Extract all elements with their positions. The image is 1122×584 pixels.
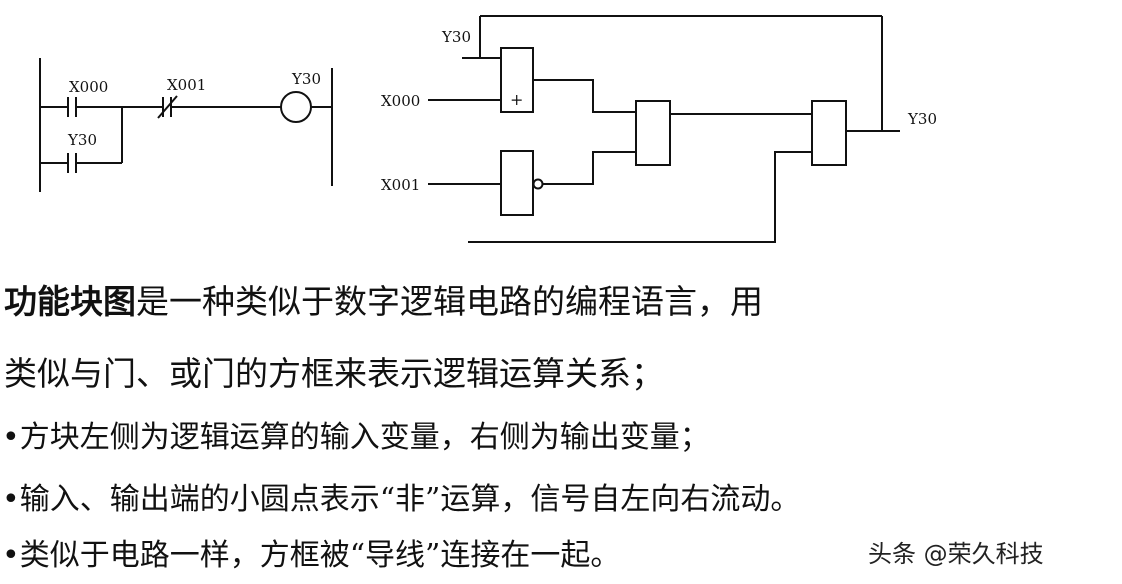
and-block-2 [811,100,847,166]
label-fbd-in-y30: Y30 [441,28,471,46]
watermark: 头条 @荣久科技 [868,540,1044,568]
text-line-1: 功能块图是一种类似于数字逻辑电路的编程语言，用 [4,282,763,322]
label-x001-contact: X001 [167,76,206,94]
negation-circle [532,178,544,190]
label-y30-coil: Y30 [291,70,321,88]
contact-x000-no [67,97,77,117]
label-x000-contact: X000 [69,78,108,96]
not-block [500,150,534,216]
and-block-1 [635,100,671,166]
label-fbd-in-x000: X000 [381,92,420,110]
label-fbd-out-y30: Y30 [907,110,937,128]
text-line-2: 类似与门、或门的方框来表示逻辑运算关系； [4,354,664,393]
bullet-3: •类似于电路一样，方框被“导线”连接在一起。 [2,538,621,573]
or-block-symbol: + [510,90,523,109]
ladder-and-fbd-diagram: X000 Y30 X001 Y30 Y30 X000 X001 Y30 + [39,15,937,243]
bullet-1: •方块左侧为逻辑运算的输入变量，右侧为输出变量； [2,420,710,455]
text-line-1-rest: 是一种类似于数字逻辑电路的编程语言，用 [136,282,763,321]
label-y30-contact: Y30 [67,131,97,149]
term-function-block-diagram: 功能块图 [4,282,136,321]
coil-y30 [280,91,312,123]
contact-y30-no [67,153,77,173]
label-fbd-in-x001: X001 [381,176,420,194]
bullet-2: •输入、输出端的小圆点表示“非”运算，信号自左向右流动。 [2,482,801,517]
